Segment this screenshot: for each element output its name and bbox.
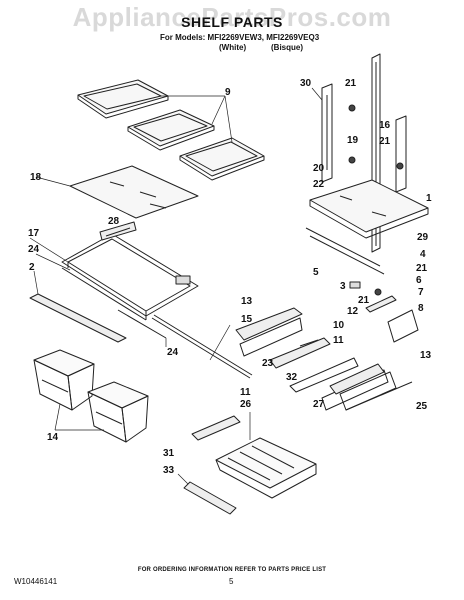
sliding-shelf-frame bbox=[29, 221, 199, 321]
callout-20: 20 bbox=[313, 163, 325, 174]
page-title: SHELF PARTS bbox=[181, 14, 283, 30]
crisper-bin-left bbox=[33, 349, 95, 411]
callout-23: 23 bbox=[262, 358, 274, 369]
callout-21d: 21 bbox=[358, 295, 370, 306]
callout-15: 15 bbox=[241, 314, 253, 325]
variant-white: (White) bbox=[219, 43, 247, 52]
watermark: AppliancePartsPros.com bbox=[72, 2, 392, 32]
glass-shelf-right bbox=[305, 179, 429, 275]
shelf-rod-15 bbox=[117, 309, 253, 379]
crisper-bin-right bbox=[87, 381, 149, 443]
callout-7: 7 bbox=[418, 287, 424, 298]
callout-16: 16 bbox=[379, 120, 391, 131]
callout-25: 25 bbox=[416, 401, 428, 412]
callout-13b: 13 bbox=[420, 350, 432, 361]
callout-30: 30 bbox=[300, 78, 312, 89]
glass-shelf-3 bbox=[179, 137, 265, 181]
callout-14: 14 bbox=[47, 432, 59, 443]
callout-18: 18 bbox=[30, 172, 42, 183]
callout-12: 12 bbox=[347, 306, 359, 317]
callout-31: 31 bbox=[163, 448, 175, 459]
callout-17: 17 bbox=[28, 228, 40, 239]
callout-11a: 11 bbox=[240, 387, 251, 398]
callout-33: 33 bbox=[163, 465, 175, 476]
callout-4: 4 bbox=[420, 249, 426, 260]
callout-26: 26 bbox=[240, 399, 252, 410]
ladder-rail-left bbox=[321, 83, 333, 183]
callout-13a: 13 bbox=[241, 296, 253, 307]
glass-panel-18 bbox=[35, 165, 199, 219]
callout-1: 1 bbox=[426, 193, 432, 204]
callout-9: 9 bbox=[225, 87, 231, 98]
callout-27: 27 bbox=[313, 399, 325, 410]
ordering-note: FOR ORDERING INFORMATION REFER TO PARTS … bbox=[137, 567, 327, 573]
callout-11b: 11 bbox=[333, 335, 344, 346]
callout-3: 3 bbox=[340, 281, 346, 292]
callout-numbers: 9 18 28 17 24 2 13 15 24 23 32 11 26 14 … bbox=[28, 78, 432, 476]
callout-22: 22 bbox=[313, 179, 325, 190]
callout-21a: 21 bbox=[345, 78, 357, 89]
drawer-bracket-right bbox=[329, 363, 413, 411]
glass-shelf-1 bbox=[77, 79, 169, 119]
glass-shelf-2 bbox=[127, 109, 215, 151]
callout-5: 5 bbox=[313, 267, 319, 278]
models-line: For Models: MFI2269VEW3, MFI2269VEQ3 bbox=[160, 33, 320, 42]
callout-21b: 21 bbox=[379, 136, 391, 147]
callout-2: 2 bbox=[29, 262, 35, 273]
callout-28: 28 bbox=[108, 216, 120, 227]
bottom-drawer bbox=[191, 412, 317, 499]
page-number: 5 bbox=[229, 577, 234, 586]
callout-24b: 24 bbox=[167, 347, 179, 358]
callout-10: 10 bbox=[333, 320, 345, 331]
callout-19: 19 bbox=[347, 135, 359, 146]
callout-32: 32 bbox=[286, 372, 298, 383]
callout-8: 8 bbox=[418, 303, 424, 314]
shelf-bracket-hardware bbox=[349, 281, 419, 343]
callout-29: 29 bbox=[417, 232, 429, 243]
drawer-cover-33 bbox=[177, 473, 237, 515]
callout-21c: 21 bbox=[416, 263, 428, 274]
drawer-slide-assembly bbox=[235, 307, 389, 411]
variant-bisque: (Bisque) bbox=[271, 43, 303, 52]
callout-24a: 24 bbox=[28, 244, 40, 255]
callout-6: 6 bbox=[416, 275, 422, 286]
document-number: W10446141 bbox=[14, 577, 58, 586]
trim-strip-2 bbox=[29, 270, 127, 343]
